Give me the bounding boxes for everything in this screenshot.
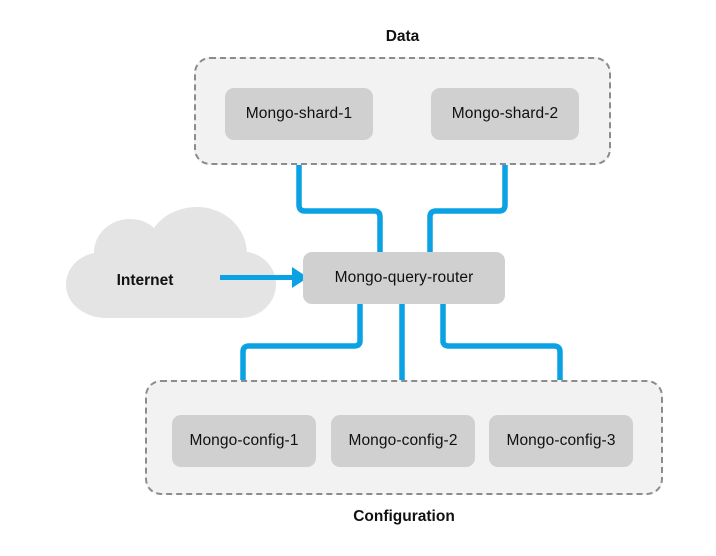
connector-shard1-to-router [296,140,383,256]
node-mongo-query-router-label: Mongo-query-router [334,269,474,286]
connector-shard2-to-router [427,140,508,256]
internet-cloud-icon [66,207,276,318]
data-group-label: Data [385,28,420,45]
connector-internet-to-router [220,267,308,288]
node-mongo-config-1-label: Mongo-config-1 [189,432,299,449]
connector-router-to-config1 [240,303,363,418]
node-mongo-shard-1[interactable]: Mongo-shard-1 [225,88,373,140]
node-mongo-config-1[interactable]: Mongo-config-1 [172,415,316,467]
node-mongo-config-2[interactable]: Mongo-config-2 [331,415,475,467]
node-mongo-shard-2[interactable]: Mongo-shard-2 [431,88,579,140]
node-mongo-config-2-label: Mongo-config-2 [348,432,458,449]
node-mongo-shard-1-label: Mongo-shard-1 [245,105,353,122]
node-mongo-config-3-label: Mongo-config-3 [506,432,616,449]
node-mongo-query-router[interactable]: Mongo-query-router [303,252,505,304]
node-mongo-config-3[interactable]: Mongo-config-3 [489,415,633,467]
configuration-group-label: Configuration [353,508,455,525]
connector-router-to-config3 [440,303,563,418]
node-mongo-shard-2-label: Mongo-shard-2 [451,105,559,122]
internet-cloud-label: Internet [116,272,174,289]
